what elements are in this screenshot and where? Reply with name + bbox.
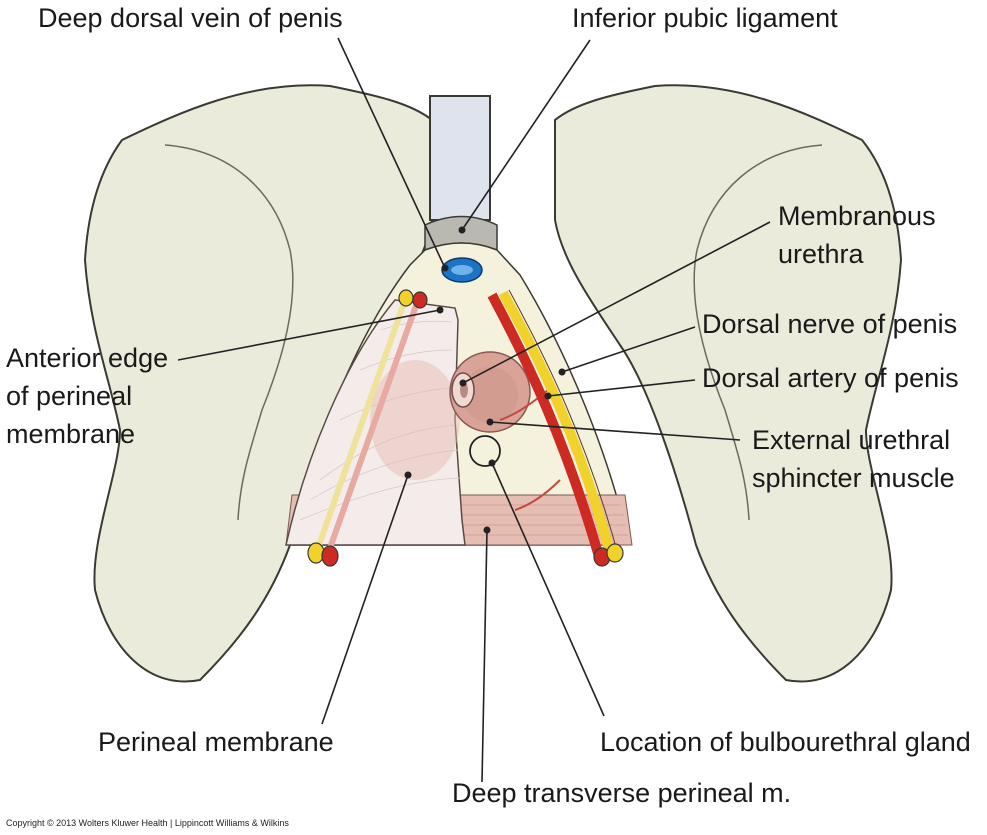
left-ramus-contour [164,144,294,521]
leader-bulbourethral-gland [491,462,605,717]
label-anterior-edge-line1: Anterior edge [6,343,169,373]
leader-deep-transverse [481,529,488,783]
leader-deep-dorsal-vein [337,37,446,269]
left-nerve-cut-end-bottom [307,542,325,564]
leader-lines [177,37,771,783]
label-deep-dorsal-vein: Deep dorsal vein of penis [38,3,343,33]
label-inferior-pubic-ligament: Inferior pubic ligament [572,3,838,33]
right-ramus-contour [693,144,823,521]
left-artery-cut-end-bottom [321,545,339,567]
leader-external-sphincter [489,421,741,441]
label-external-sphincter-line1: External urethral [752,425,951,455]
bulbourethral-gland-location [469,435,501,467]
label-perineal-membrane: Perineal membrane [98,727,334,757]
label-dorsal-artery: Dorsal artery of penis [702,363,959,393]
right-pubic-bone [554,84,903,683]
leader-dots [404,226,566,534]
leader-dorsal-artery [547,379,696,397]
leader-anterior-edge [177,309,441,361]
label-bulbourethral-gland: Location of bulbourethral gland [600,727,971,757]
copyright-notice: Copyright © 2013 Wolters Kluwer Health |… [6,818,289,828]
membrane-muscle-tint [370,360,460,480]
membrane-striations [299,320,461,521]
label-external-sphincter-line2: sphincter muscle [752,463,955,493]
membrane-nerve-trace [315,299,408,549]
leader-membranous-urethra [462,221,771,384]
left-pubic-bone [83,84,433,683]
label-membranous-urethra-line2: urethra [778,239,864,269]
leader-perineal-membrane [321,474,409,725]
membrane-artery-trace [327,298,421,550]
right-dorsal-nerve [498,290,617,562]
right-nerve-cut-end [606,543,624,563]
right-dorsal-nerve-outline [508,289,620,559]
label-deep-transverse: Deep transverse perineal m. [452,778,792,808]
right-dorsal-artery [487,292,605,562]
label-anterior-edge-line3: membrane [6,419,136,449]
sphincter-inner [462,367,518,423]
deep-dorsal-vein-lumen [451,265,473,275]
pubic-symphysis [429,95,491,221]
label-membranous-urethra-line1: Membranous [778,201,936,231]
leader-dorsal-nerve [561,326,696,373]
left-nerve-cut-end-top [398,289,414,307]
label-dorsal-nerve: Dorsal nerve of penis [702,309,958,339]
leader-inferior-pubic-ligament [461,39,591,231]
label-anterior-edge-line2: of perineal [6,381,133,411]
left-artery-cut-end-top [412,291,428,309]
